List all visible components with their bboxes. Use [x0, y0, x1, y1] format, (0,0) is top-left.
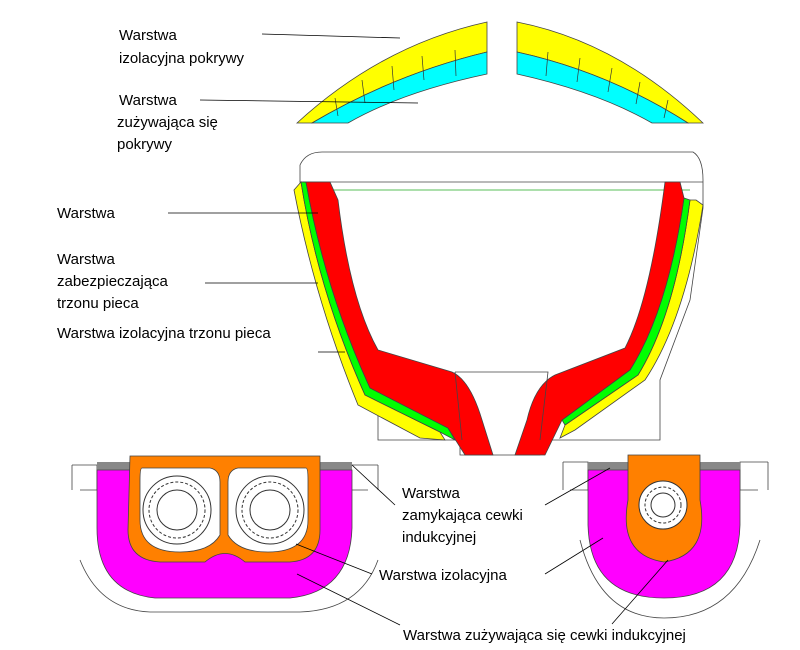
- label-hearth-protective-line: trzonu pieca: [57, 295, 139, 312]
- label-hearth-insulation-line: Warstwa izolacyjna trzonu pieca: [57, 325, 271, 342]
- hearth-spout-outline: [454, 371, 549, 441]
- label-coil-wear: Warstwa zużywająca się cewki indukcyjnej: [403, 627, 686, 644]
- twin-inductor-base-outline: [79, 559, 379, 613]
- label-hearth-insulation: Warstwa izolacyjna trzonu pieca: [57, 325, 271, 342]
- leader-insulation-b: [544, 537, 604, 575]
- label-coil-closing-line: zamykająca cewki: [402, 507, 523, 524]
- label-coil-wear-line: Warstwa zużywająca się cewki indukcyjnej: [403, 627, 686, 644]
- twin-inductor: [71, 455, 379, 613]
- label-coil-closing: Warstwa zamykająca cewki indukcyjnej: [402, 485, 527, 546]
- label-layer-line: Warstwa: [57, 205, 115, 222]
- twin-inductor-inner-left: [139, 467, 221, 553]
- label-insulation: Warstwa izolacyjna: [379, 567, 507, 584]
- refractory-layer-left: [303, 181, 494, 456]
- label-coil-closing-line: indukcyjnej: [402, 529, 476, 546]
- label-lid-wear: Warstwa zużywająca się pokrywy: [117, 92, 222, 153]
- lid-wear-layer-left: [310, 51, 488, 124]
- furnace-lid: [295, 21, 704, 124]
- label-coil-closing-line: Warstwa: [402, 485, 460, 502]
- refractory-layer-right: [514, 181, 685, 456]
- lid-wear-layer-right: [516, 51, 690, 124]
- label-insulation-line: Warstwa izolacyjna: [379, 567, 507, 584]
- lid-anchors: [334, 49, 669, 119]
- leader-coil-wear-a: [296, 573, 401, 626]
- leader-lines: [168, 33, 669, 626]
- label-layer: Warstwa: [57, 205, 115, 222]
- leader-coil-closing-a: [351, 464, 396, 506]
- twin-inductor-coil-left: [142, 475, 212, 545]
- label-lid-wear-line: pokrywy: [117, 136, 173, 153]
- single-inductor: [562, 454, 769, 619]
- labels: Warstwa izolacyjna pokrywy Warstwa zużyw…: [57, 27, 686, 644]
- label-lid-insulation-line: izolacyjna pokrywy: [119, 50, 245, 67]
- furnace-hearth: [293, 151, 704, 456]
- label-lid-insulation: Warstwa izolacyjna pokrywy: [119, 27, 245, 67]
- label-hearth-protective: Warstwa zabezpieczająca trzonu pieca: [57, 251, 172, 312]
- leader-insulation-a: [295, 543, 373, 575]
- leader-coil-wear-b: [611, 559, 669, 625]
- twin-inductor-inner-right: [227, 467, 309, 553]
- label-lid-wear-line: zużywająca się: [117, 114, 218, 131]
- twin-inductor-coil-right: [235, 475, 305, 545]
- label-hearth-protective-line: zabezpieczająca: [57, 273, 169, 290]
- leader-lid-wear: [199, 99, 419, 104]
- label-hearth-protective-line: Warstwa: [57, 251, 115, 268]
- single-inductor-coil: [638, 480, 688, 530]
- leader-lid-insulation: [261, 33, 401, 39]
- label-lid-insulation-line: Warstwa: [119, 27, 177, 44]
- label-lid-wear-line: Warstwa: [119, 92, 177, 109]
- leader-coil-closing-b: [544, 467, 611, 506]
- single-inductor-base-outline: [579, 539, 761, 619]
